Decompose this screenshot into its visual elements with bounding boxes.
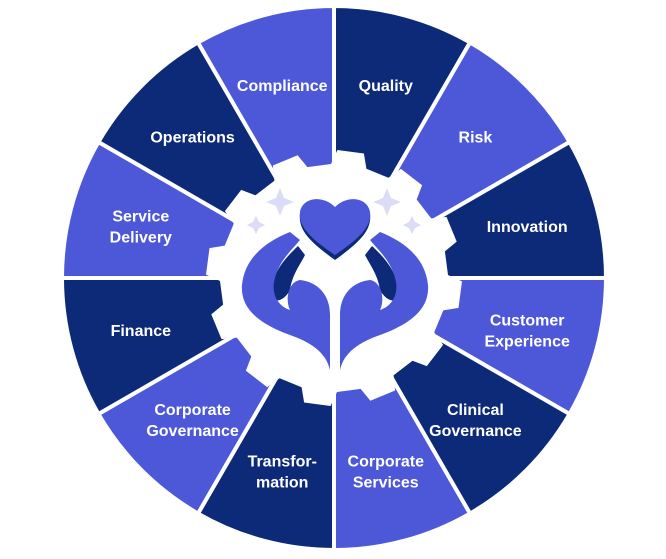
left-hand: [271, 246, 305, 301]
segment-label: Quality: [359, 78, 413, 95]
segment-label: Compliance: [237, 78, 328, 95]
right-hand-palm: [340, 232, 429, 370]
gear-shape: [206, 150, 462, 406]
sparkle-icon: [247, 188, 421, 234]
right-hand: [365, 246, 399, 301]
segment-label: Operations: [150, 130, 235, 147]
heart-icon-front: [299, 199, 371, 255]
segment-label: Risk: [459, 130, 493, 147]
segment-label: Finance: [111, 323, 172, 340]
hands-holding-heart-icon: [241, 188, 429, 370]
left-hand-palm: [241, 232, 330, 370]
segment-label: Innovation: [487, 219, 568, 236]
segment-label: Transfor-mation: [248, 454, 317, 492]
